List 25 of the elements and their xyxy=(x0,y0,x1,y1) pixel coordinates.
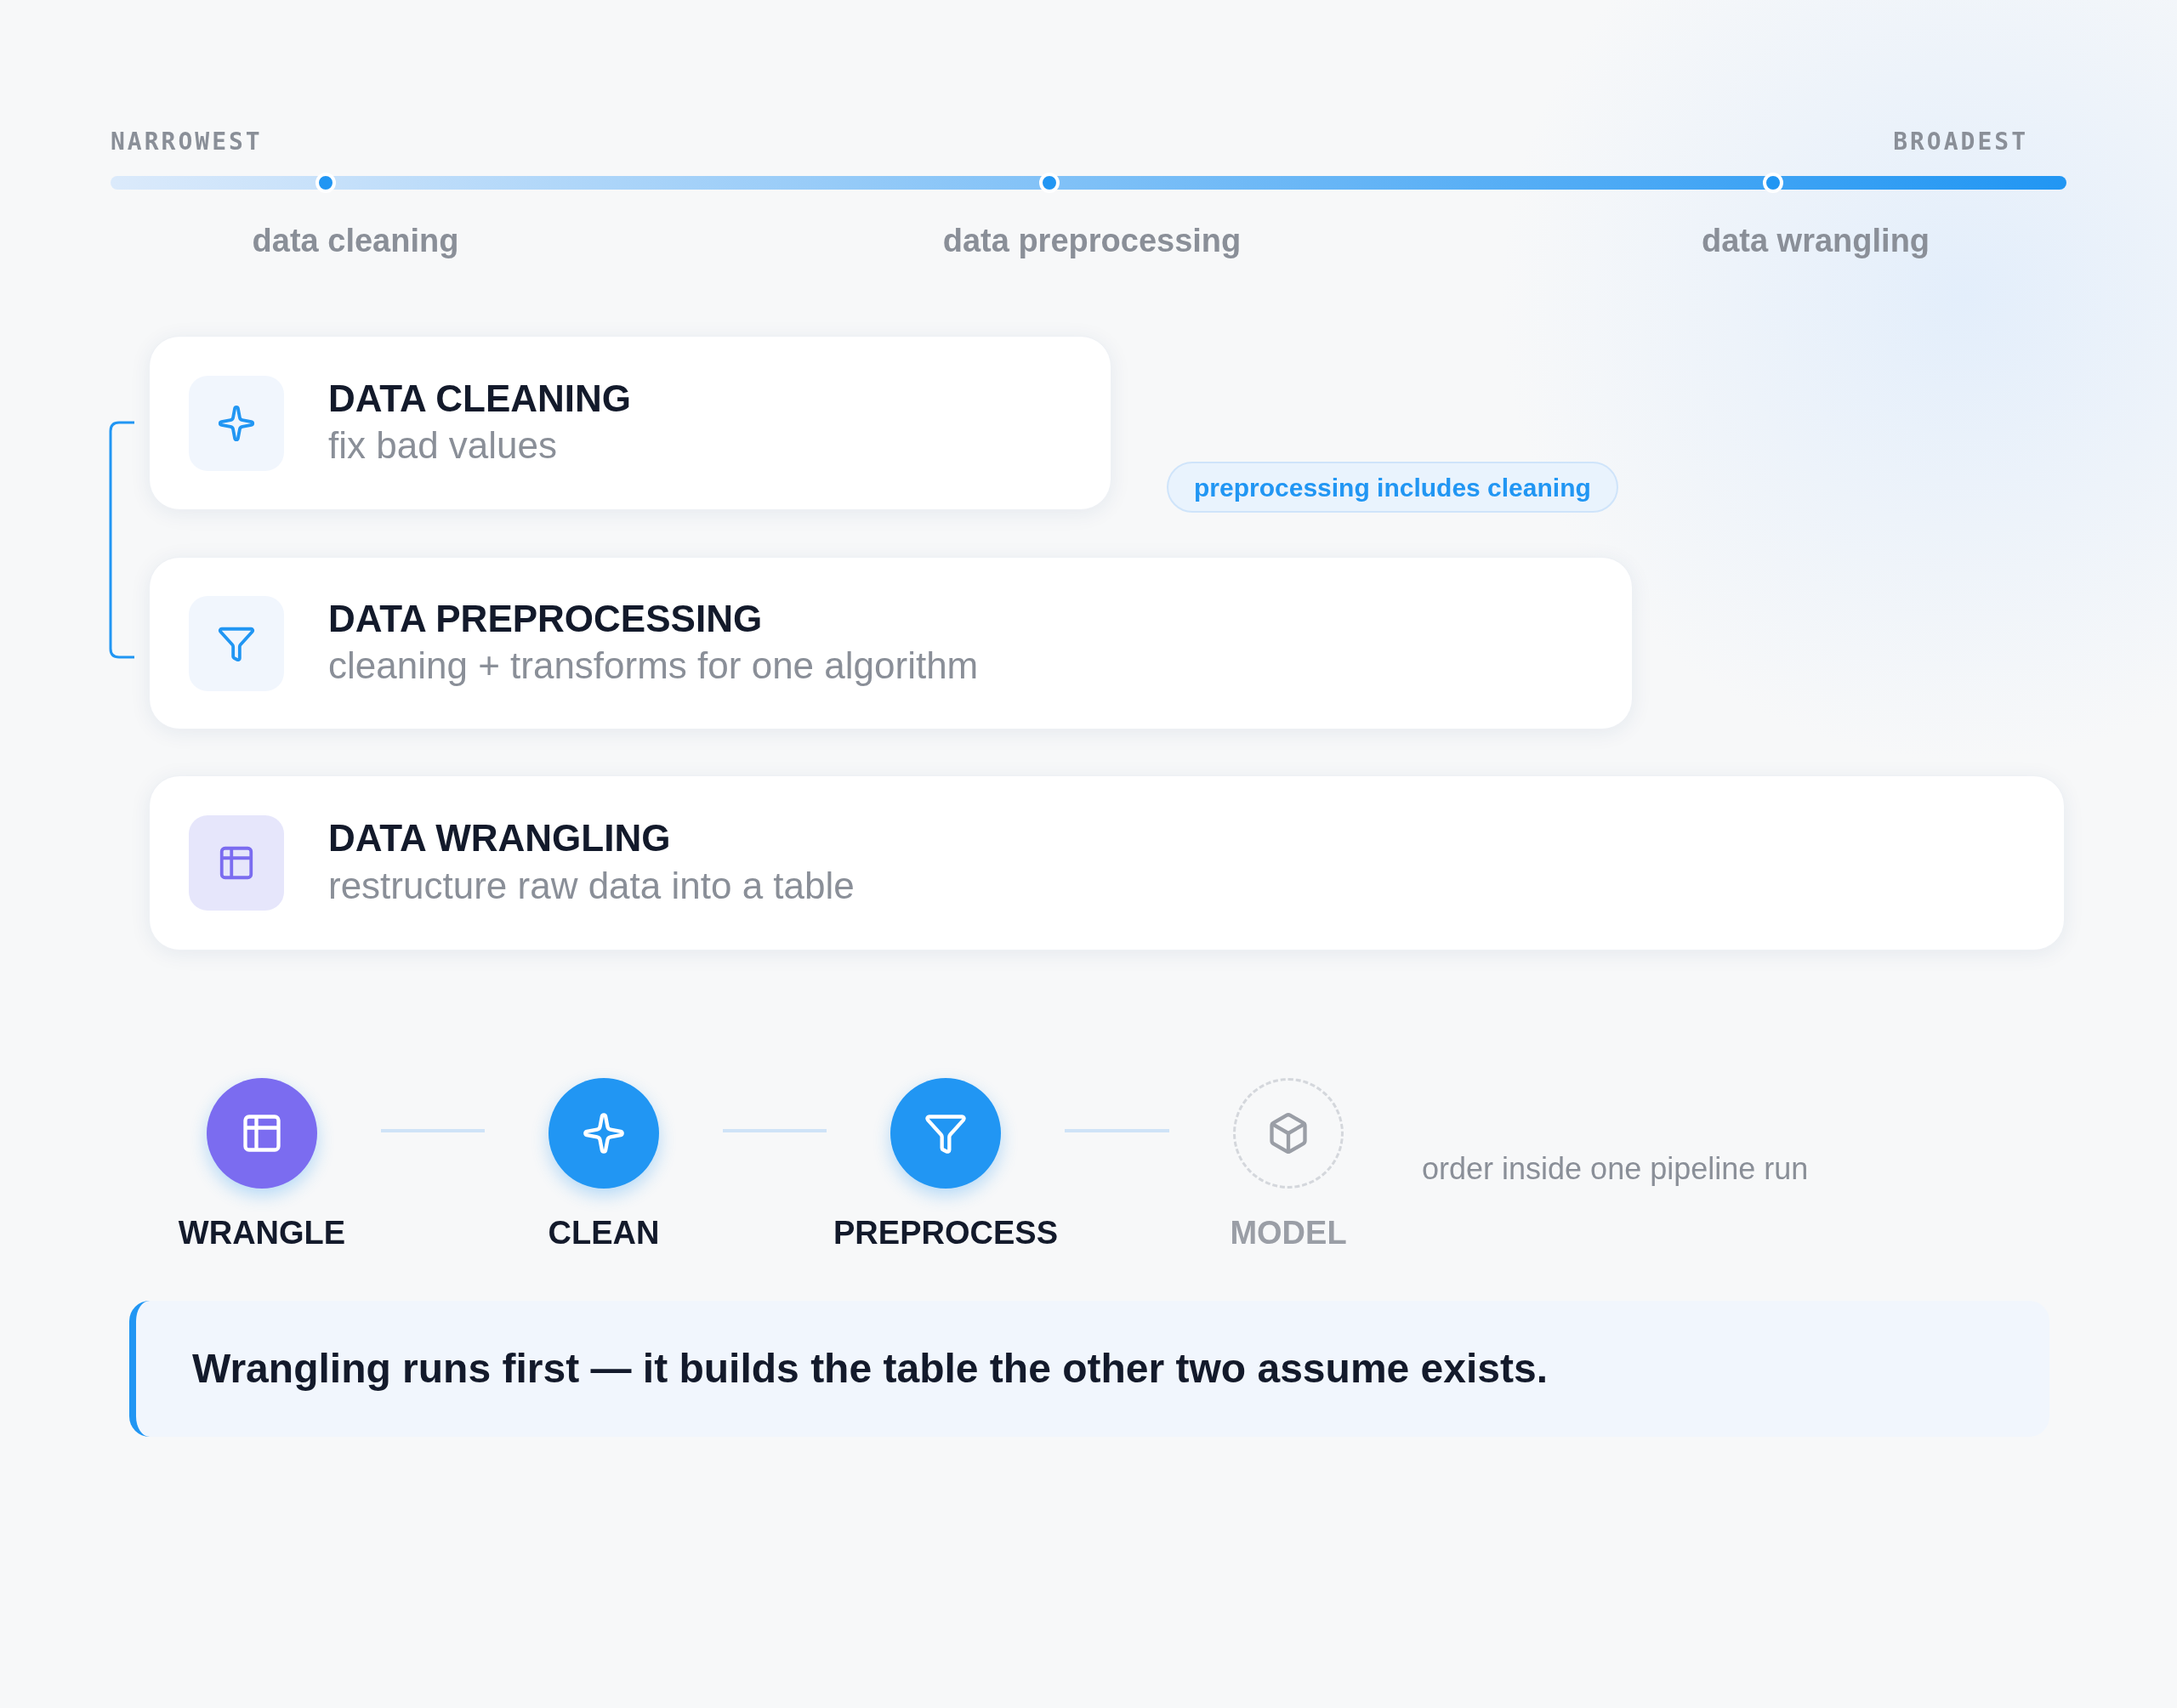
category-card xyxy=(149,336,1111,510)
scale-point-label: data cleaning xyxy=(251,222,460,260)
card-title: DATA PREPROCESSING xyxy=(328,596,764,641)
scale-point-label: data preprocessing xyxy=(941,222,1242,260)
callout-text: Wrangling runs first — it builds the table the other two assume exists. xyxy=(192,1345,1549,1393)
step-label: PREPROCESS xyxy=(833,1214,1058,1252)
card-title: DATA CLEANING xyxy=(328,376,632,421)
relation-pill: preprocessing includes cleaning xyxy=(1167,462,1618,513)
step-label: CLEAN xyxy=(548,1214,660,1252)
scale-end-label: NARROWEST xyxy=(111,127,263,157)
card-subtitle: restructure raw data into a table xyxy=(328,863,855,908)
step-label: WRANGLE xyxy=(178,1214,346,1252)
connector-line xyxy=(1065,1129,1169,1132)
category-card xyxy=(149,557,1633,729)
step-label: MODEL xyxy=(1230,1214,1347,1252)
card-subtitle: cleaning + transforms for one algorithm xyxy=(328,644,979,689)
scale-point-label: data wrangling xyxy=(1700,222,1931,260)
card-subtitle: fix bad values xyxy=(328,423,559,468)
connector-line xyxy=(381,1129,485,1132)
card-title: DATA WRANGLING xyxy=(328,816,672,860)
scale-end-label: BROADEST xyxy=(1893,127,2028,157)
pipeline-caption: order inside one pipeline run xyxy=(1422,1150,1809,1188)
category-card xyxy=(149,775,2065,950)
connector-line xyxy=(723,1129,827,1132)
callout-box xyxy=(129,1301,2049,1437)
